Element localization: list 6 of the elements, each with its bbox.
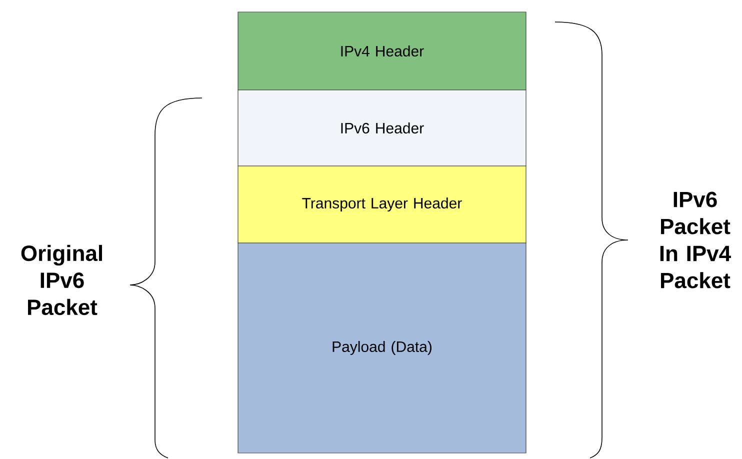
header-box: IPv4 Header (238, 12, 526, 90)
brace-label: IPv6 Packet In IPv4 Packet (660, 192, 731, 288)
header-box: IPv6 Header (238, 90, 526, 166)
header-box: Payload (Data) (238, 242, 526, 454)
brace-label: Original IPv6 Packet (21, 244, 102, 316)
header-box: Transport Layer Header (238, 166, 526, 244)
